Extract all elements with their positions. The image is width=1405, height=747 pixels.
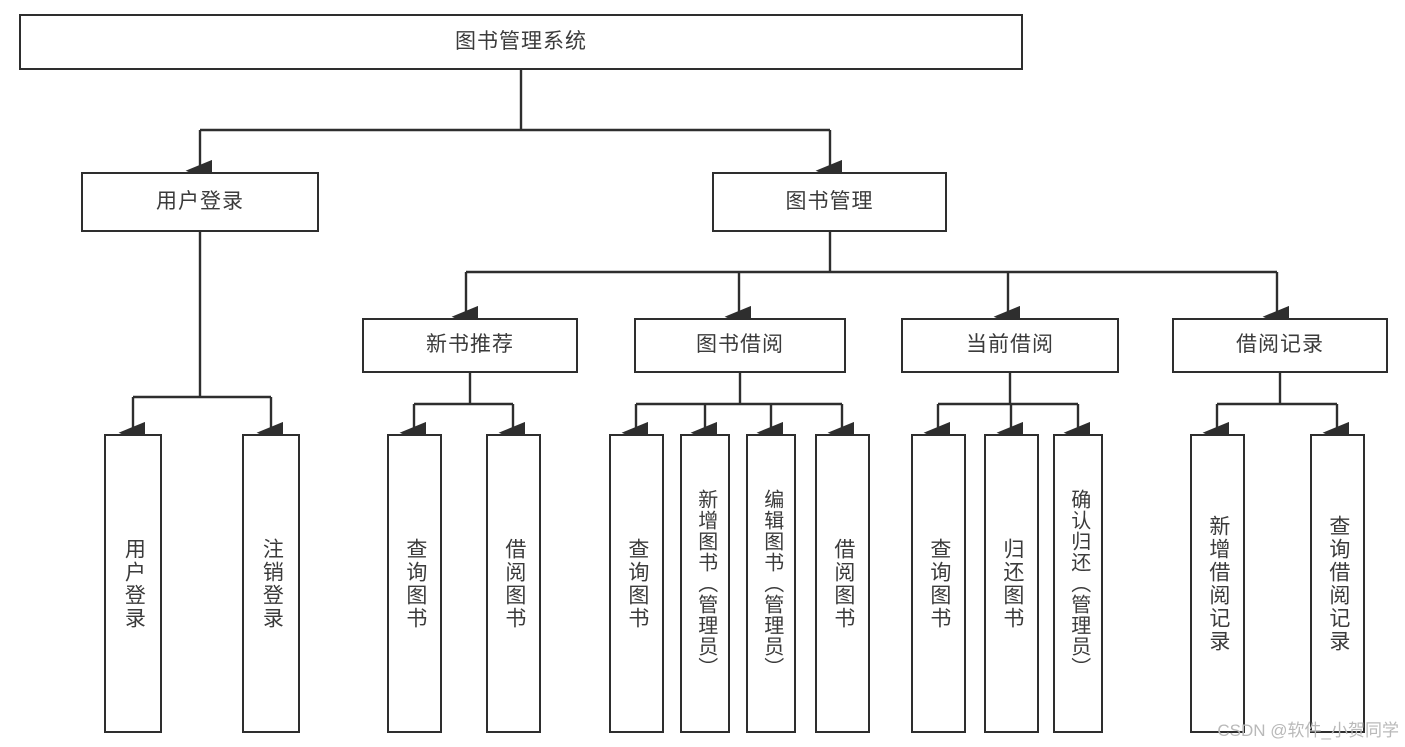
node-leaf-edit-book-admin[interactable]: 编辑图书（管理员） bbox=[746, 434, 796, 733]
watermark-text: CSDN @软件_小贺同学 bbox=[1217, 721, 1399, 740]
node-user-login-label: 用户登录 bbox=[156, 189, 244, 213]
node-leaf-return-book-label: 归还图书 bbox=[1000, 537, 1024, 630]
node-leaf-add-borrow-record[interactable]: 新增借阅记录 bbox=[1190, 434, 1245, 733]
node-leaf-borrow-book[interactable]: 借阅图书 bbox=[815, 434, 870, 733]
node-leaf-borrow-book-recommend-label: 借阅图书 bbox=[502, 537, 526, 630]
node-user-login[interactable]: 用户登录 bbox=[81, 172, 319, 232]
node-leaf-logout-login-label: 注销登录 bbox=[260, 537, 284, 630]
node-book-borrow-label: 图书借阅 bbox=[696, 333, 784, 357]
node-borrow-record[interactable]: 借阅记录 bbox=[1172, 318, 1388, 373]
node-leaf-query-book-recommend[interactable]: 查询图书 bbox=[387, 434, 442, 733]
node-leaf-borrow-book-label: 借阅图书 bbox=[831, 537, 855, 630]
node-leaf-confirm-return-admin[interactable]: 确认归还（管理员） bbox=[1053, 434, 1103, 733]
node-leaf-edit-book-admin-label: 编辑图书（管理员） bbox=[760, 489, 783, 678]
node-leaf-query-book-current-label: 查询图书 bbox=[927, 537, 951, 630]
node-leaf-query-book-borrow[interactable]: 查询图书 bbox=[609, 434, 664, 733]
node-current-borrow-label: 当前借阅 bbox=[966, 333, 1054, 357]
node-current-borrow[interactable]: 当前借阅 bbox=[901, 318, 1119, 373]
node-leaf-query-borrow-record[interactable]: 查询借阅记录 bbox=[1310, 434, 1365, 733]
node-leaf-add-book-admin-label: 新增图书（管理员） bbox=[694, 489, 717, 678]
node-leaf-query-book-borrow-label: 查询图书 bbox=[625, 537, 649, 630]
node-new-book-recommend-label: 新书推荐 bbox=[426, 333, 514, 357]
node-book-management[interactable]: 图书管理 bbox=[712, 172, 947, 232]
node-leaf-user-login-label: 用户登录 bbox=[122, 537, 146, 630]
node-root-label: 图书管理系统 bbox=[455, 29, 587, 53]
node-leaf-borrow-book-recommend[interactable]: 借阅图书 bbox=[486, 434, 541, 733]
node-borrow-record-label: 借阅记录 bbox=[1236, 333, 1324, 357]
node-leaf-query-book-recommend-label: 查询图书 bbox=[403, 537, 427, 630]
node-root[interactable]: 图书管理系统 bbox=[19, 14, 1023, 70]
node-leaf-add-book-admin[interactable]: 新增图书（管理员） bbox=[680, 434, 730, 733]
node-leaf-add-borrow-record-label: 新增借阅记录 bbox=[1206, 514, 1230, 653]
node-leaf-confirm-return-admin-label: 确认归还（管理员） bbox=[1067, 489, 1090, 678]
node-leaf-query-book-current[interactable]: 查询图书 bbox=[911, 434, 966, 733]
node-leaf-logout-login[interactable]: 注销登录 bbox=[242, 434, 300, 733]
node-leaf-query-borrow-record-label: 查询借阅记录 bbox=[1326, 514, 1350, 653]
node-new-book-recommend[interactable]: 新书推荐 bbox=[362, 318, 578, 373]
node-book-management-label: 图书管理 bbox=[785, 189, 874, 213]
node-book-borrow[interactable]: 图书借阅 bbox=[634, 318, 846, 373]
node-leaf-user-login[interactable]: 用户登录 bbox=[104, 434, 162, 733]
node-leaf-return-book[interactable]: 归还图书 bbox=[984, 434, 1039, 733]
